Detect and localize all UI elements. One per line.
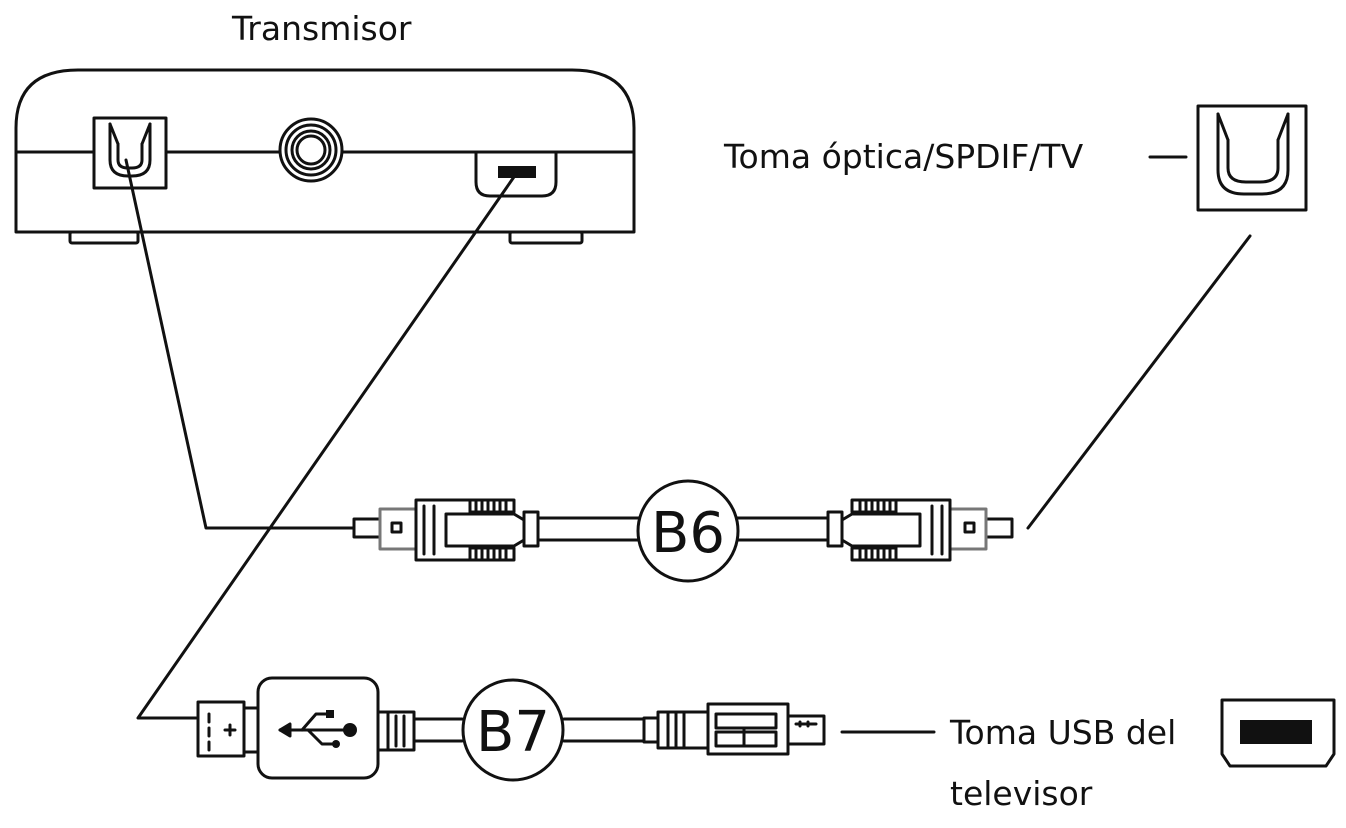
usb-cable-b7 [196, 676, 826, 782]
usb-mini-plug [642, 702, 826, 756]
optical-cable-line-right [1026, 234, 1252, 530]
optical-connector-left [352, 498, 540, 562]
b6-badge [636, 479, 740, 583]
tv-usb-socket [1220, 698, 1336, 768]
optical-socket-label: Toma óptica/SPDIF/TV [724, 137, 1084, 176]
usb-a-plug [196, 676, 416, 780]
optical-cable-b6 [352, 479, 1014, 583]
transmitter-usb-port [474, 150, 558, 198]
usb-cable-line [136, 172, 518, 720]
b7-badge [461, 678, 565, 782]
transmitter-label: Transmisor [232, 9, 412, 48]
usb-symbol-icon [278, 710, 357, 748]
b7-label: B7 [476, 700, 550, 765]
usb-socket-label-line2: televisor [950, 774, 1093, 813]
optical-cable-line-left [124, 158, 356, 530]
tv-optical-socket [1196, 104, 1308, 212]
b6-label: B6 [651, 501, 725, 566]
usb-socket-label-line1: Toma USB del [950, 713, 1177, 752]
transmitter-audio-jack [278, 117, 344, 183]
optical-connector-right [826, 498, 1014, 562]
